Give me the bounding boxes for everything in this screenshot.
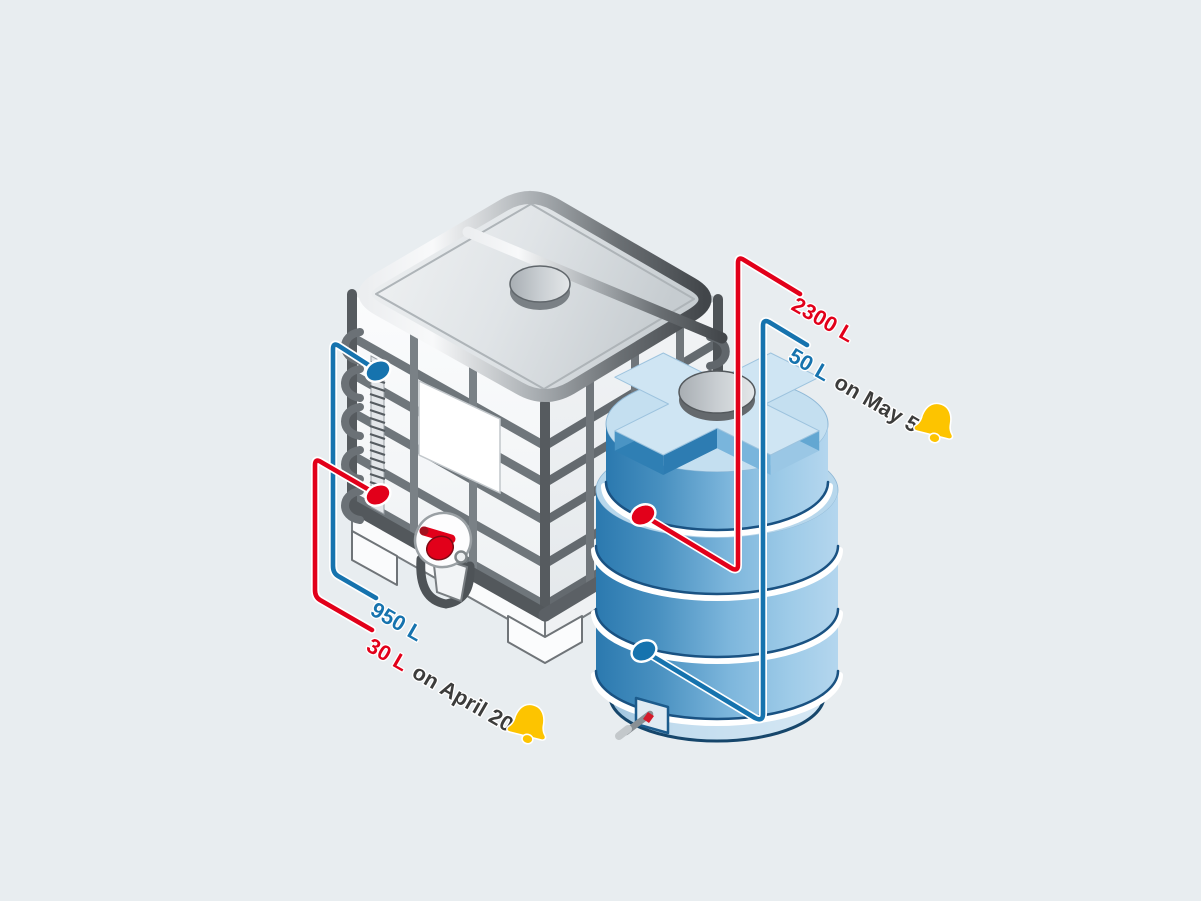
ibc-level-scale [369, 355, 386, 515]
tank-lid-cap [678, 370, 756, 421]
pallet-foot-front [507, 615, 583, 664]
tank-bottom-edge [608, 694, 826, 743]
valve-ring [454, 550, 468, 564]
cylindrical-tank [591, 352, 843, 743]
ibc-lid-strap [462, 226, 728, 344]
ibc-lid-cap [509, 265, 571, 310]
valve-handle-end [419, 526, 429, 536]
ibc-alert-line-red [312, 458, 381, 633]
ibc-top-frame [358, 191, 712, 402]
cage-loop [341, 365, 364, 402]
ibc-alert-dot-red [364, 483, 392, 507]
ibc-label-plate [418, 379, 501, 495]
cyl-level-line-red [640, 256, 803, 572]
cap-top [509, 265, 571, 303]
cyl-level-dot-red [629, 503, 657, 527]
tank-rib-separator [591, 480, 843, 726]
cyl-alert-line-blue [641, 318, 810, 722]
pallet-foot-left [351, 530, 398, 586]
spigot-valve-red [643, 712, 654, 723]
valve-bracket [416, 554, 475, 609]
cage-loop [341, 403, 364, 440]
ibc-level-line-blue [330, 342, 381, 601]
cage-rail [347, 332, 550, 451]
tank-spigot [615, 696, 670, 740]
ibc-level-dot-blue [364, 359, 392, 383]
bell-icon [913, 402, 954, 444]
cyl-alert-dot-blue [630, 639, 658, 663]
cage-loop [341, 487, 364, 524]
bell-icon [506, 703, 547, 745]
spigot-nozzle [615, 725, 632, 740]
ibc-valve [413, 511, 475, 609]
valve-knob [425, 535, 455, 561]
